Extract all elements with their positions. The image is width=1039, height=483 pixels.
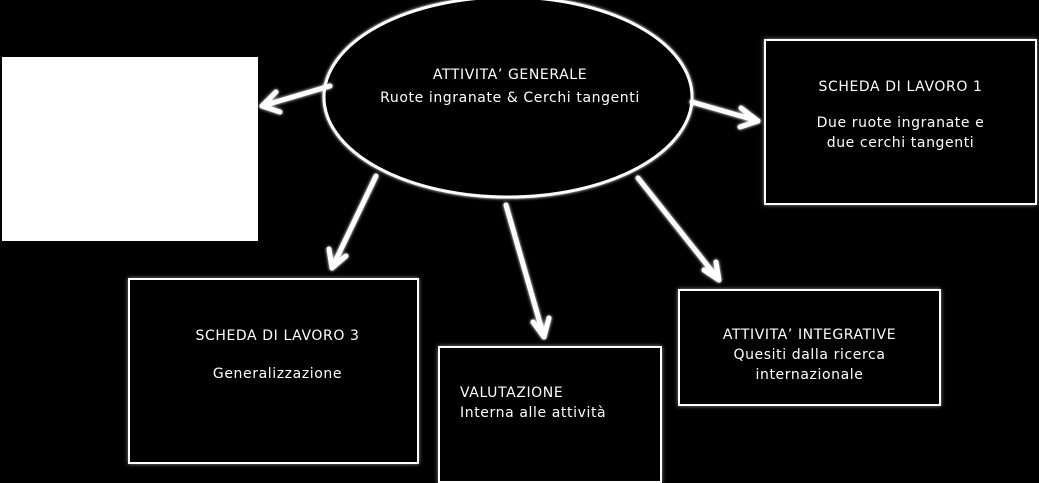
center-subtitle: Ruote ingranate & Cerchi tangenti [380, 90, 640, 106]
integrative-title: ATTIVITA’ INTEGRATIVE [722, 327, 897, 343]
arrow-to-scheda3 [326, 173, 379, 271]
integrative-line1: Quesiti dalla ricerca [733, 347, 886, 363]
arrow-to-scheda1 [689, 99, 761, 130]
center-label: ATTIVITA’ GENERALE Ruote ingranate & Cer… [340, 64, 680, 110]
valutazione-title: VALUTAZIONE [460, 385, 564, 401]
scheda-lavoro-3-box: SCHEDA DI LAVORO 3 Generalizzazione [128, 278, 419, 464]
valutazione-line1: Interna alle attività [460, 405, 607, 421]
scheda-lavoro-1-box: SCHEDA DI LAVORO 1 Due ruote ingranate e… [764, 39, 1037, 205]
scheda3-line1: Generalizzazione [212, 366, 343, 382]
arrow-to-left-box [259, 83, 333, 115]
center-ellipse [322, 0, 694, 199]
arrow-to-integrative [635, 175, 722, 283]
center-title: ATTIVITA’ GENERALE [432, 67, 588, 83]
attivita-integrative-box: ATTIVITA’ INTEGRATIVE Quesiti dalla rice… [678, 289, 941, 406]
integrative-line2: internazionale [755, 367, 864, 383]
white-placeholder-box [2, 57, 258, 241]
scheda1-line2: due cerchi tangenti [826, 135, 975, 151]
scheda3-title: SCHEDA DI LAVORO 3 [195, 328, 360, 344]
scheda1-line1: Due ruote ingranate e [816, 115, 985, 131]
scheda1-title: SCHEDA DI LAVORO 1 [818, 79, 983, 95]
valutazione-box: VALUTAZIONE Interna alle attività [438, 346, 662, 483]
arrow-to-valutazione [503, 202, 552, 340]
